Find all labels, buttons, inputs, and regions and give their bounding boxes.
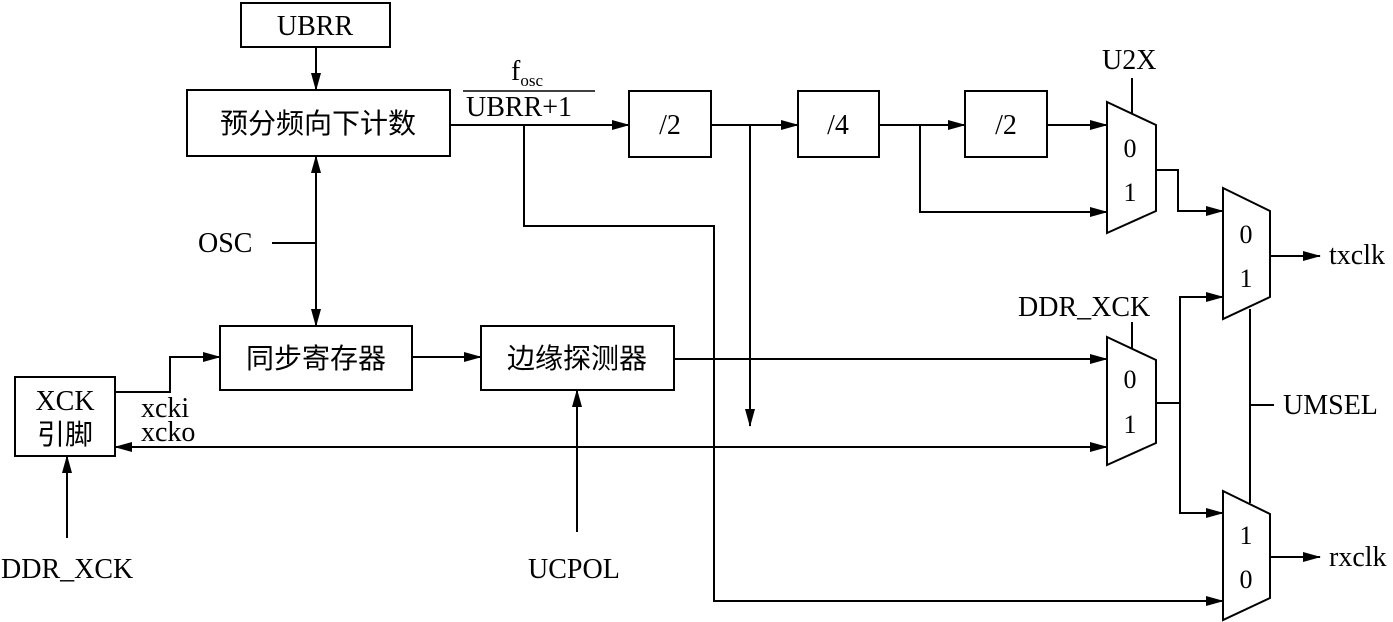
rxclk-label: rxclk — [1329, 542, 1387, 573]
f-osc-subscript: osc — [520, 71, 543, 90]
edge-detector-label: 边缘探测器 — [507, 343, 647, 375]
f-osc-label: fosc — [511, 56, 543, 90]
ubrr-label: UBRR — [277, 11, 354, 42]
ddr-mux-input-1: 1 — [1124, 410, 1137, 439]
xcki-label: xcki — [141, 393, 189, 424]
divide-by-2-block-first: /2 — [628, 90, 712, 158]
ucpol-label: UCPOL — [528, 554, 620, 585]
signal-labels: fosc UBRR+1 OSC U2X DDR_XCK DDR_XCK UCPO… — [1, 45, 1387, 585]
u2x-label: U2X — [1102, 45, 1156, 76]
wire-ddr-mux-to-rx-mux — [1179, 403, 1224, 518]
wire-xcki-to-sync — [115, 352, 221, 393]
tx-mux-input-1: 1 — [1240, 264, 1253, 293]
edge-detector: 边缘探测器 — [480, 325, 675, 391]
umsel-label: UMSEL — [1283, 390, 1378, 421]
sync-register-label: 同步寄存器 — [246, 343, 386, 375]
prescaler-down-counter: 预分频向下计数 — [186, 89, 451, 157]
sync-register: 同步寄存器 — [219, 325, 413, 391]
txclk-mux: 0 1 — [1222, 186, 1271, 321]
wire-ddr-mux-to-tx-mux — [1156, 292, 1224, 404]
f-osc-main: f — [511, 56, 521, 87]
u2x-mux: 0 1 — [1106, 100, 1157, 235]
wire-prescaler-to-rx-mux-0 — [523, 125, 1224, 606]
xck-pin-label-line2: 引脚 — [37, 419, 93, 451]
wire-u2x-mux-to-tx-mux — [1156, 169, 1224, 216]
ubrr-register: UBRR — [240, 2, 391, 48]
u2x-mux-input-1: 1 — [1124, 178, 1137, 207]
ddr-xck-pin-label: DDR_XCK — [1, 554, 133, 585]
wire-div4-to-u2x-mux-1 — [919, 125, 1108, 217]
u2x-mux-input-0: 0 — [1124, 134, 1137, 163]
divide-by-2-block-second: /2 — [964, 90, 1048, 158]
div2-first-label: /2 — [659, 110, 681, 141]
ddr-xck-mux-label: DDR_XCK — [1018, 292, 1150, 323]
ddr-mux-input-0: 0 — [1124, 365, 1137, 394]
rxclk-mux: 1 0 — [1222, 489, 1271, 622]
ddr-xck-mux: 0 1 — [1106, 335, 1157, 467]
rx-mux-input-0: 0 — [1240, 565, 1253, 594]
div4-label: /4 — [827, 110, 849, 141]
xck-pin-label-line1: XCK — [35, 386, 94, 417]
divide-by-4-block: /4 — [797, 90, 880, 158]
xck-pin: XCK 引脚 — [14, 376, 116, 457]
f-osc-denominator: UBRR+1 — [466, 92, 572, 123]
tx-mux-input-0: 0 — [1240, 220, 1253, 249]
txclk-label: txclk — [1329, 240, 1385, 271]
xcko-label: xcko — [141, 417, 195, 448]
div2-second-label: /2 — [995, 110, 1017, 141]
osc-label: OSC — [198, 228, 252, 259]
connection-wires — [62, 47, 1321, 606]
rx-mux-input-1: 1 — [1240, 521, 1253, 550]
prescaler-label: 预分频向下计数 — [220, 108, 416, 140]
